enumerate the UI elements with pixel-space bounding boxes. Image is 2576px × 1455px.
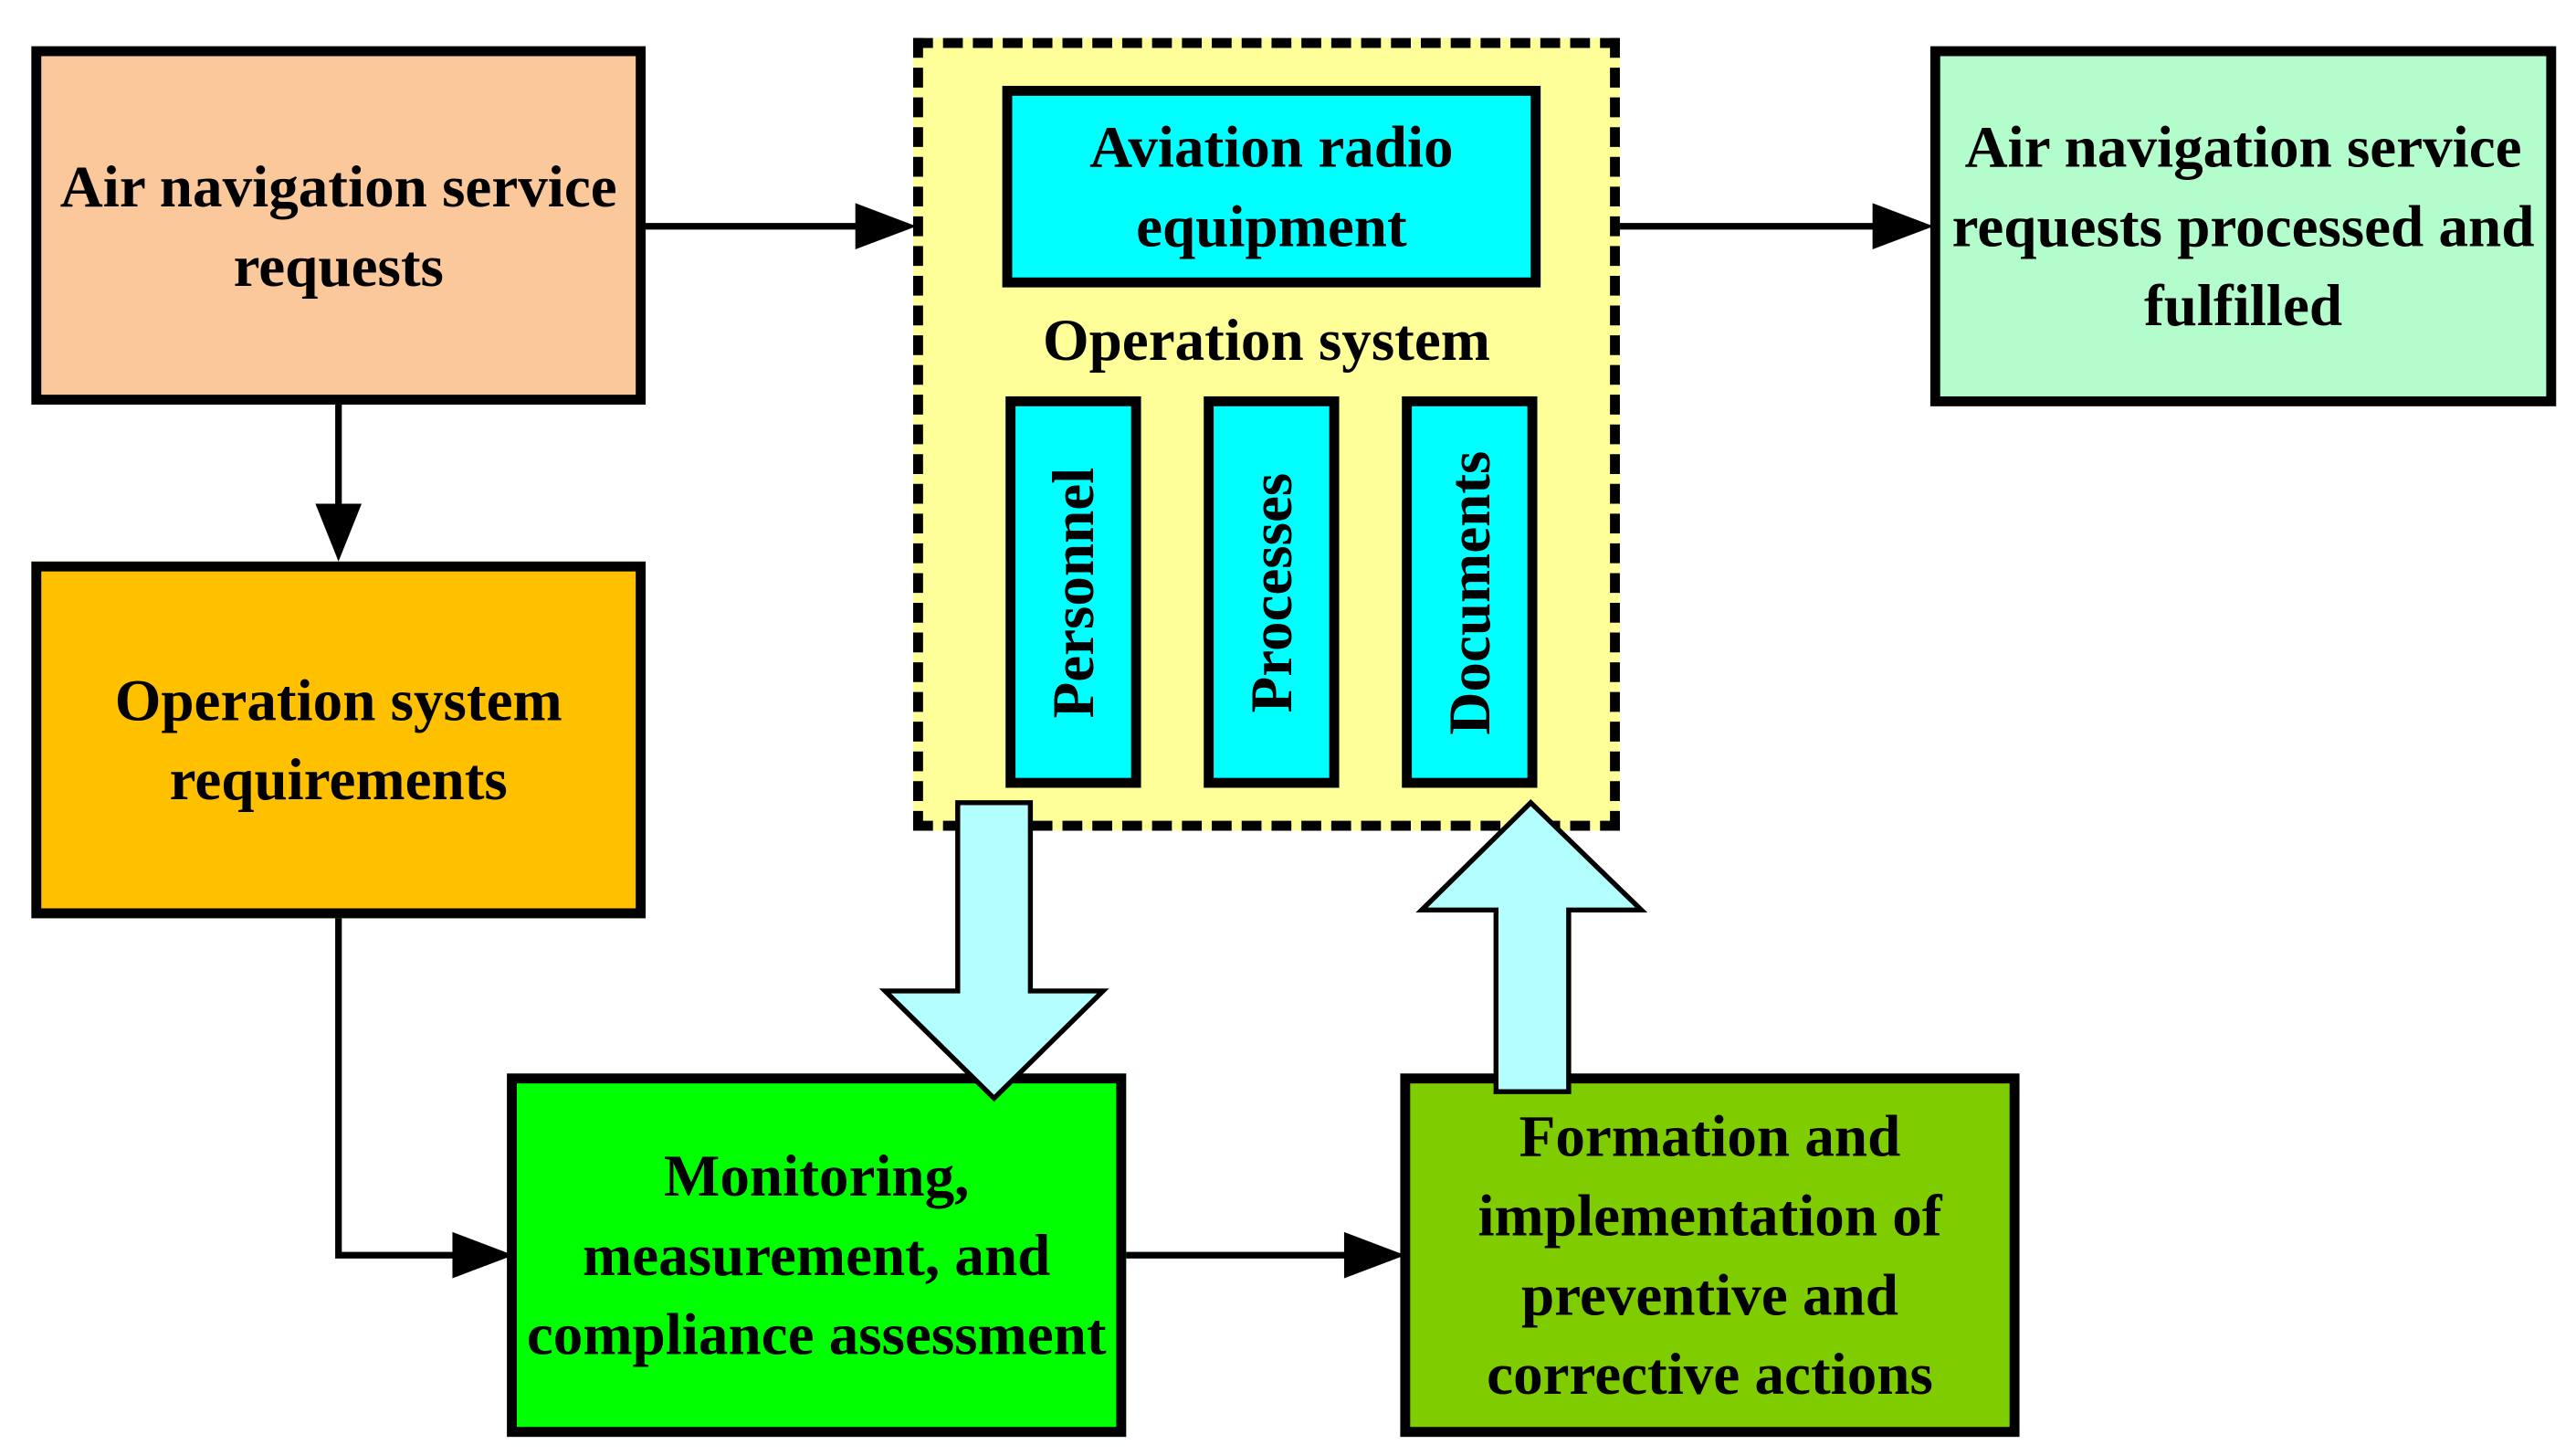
arrowhead-system-to-fulfilled [1872,203,1934,250]
processes-label: Processes [1238,471,1305,712]
personnel-label: Personnel [1040,466,1107,718]
radio-equipment-box: Aviation radio equipment [1002,86,1541,288]
system-requirements-box: Operation system requirements [31,561,647,919]
actions-box: Formation and implementation of preventi… [1400,1073,2020,1438]
arrowhead-requirements-to-monitoring [452,1231,514,1279]
arrowhead-requests-to-system [855,203,917,250]
operation-system-label: Operation system [1042,307,1490,374]
arrowhead-monitoring-to-actions [1343,1231,1405,1279]
service-requests-label: Air navigation service requests [59,153,617,299]
personnel-box: Personnel [1005,395,1141,788]
requests-fulfilled-box: Air navigation service requests processe… [1929,46,2557,406]
service-requests-box: Air navigation service requests [31,46,647,406]
system-requirements-label: Operation system requirements [114,667,563,813]
radio-equipment-label: Aviation radio equipment [1089,113,1454,259]
monitoring-label: Monitoring, measurement, and compliance … [526,1143,1107,1368]
documents-box: Documents [1402,395,1538,788]
documents-label: Documents [1436,449,1503,734]
block-arrow-up [1415,798,1648,1094]
arrowhead-requests-to-requirements [315,503,363,562]
monitoring-box: Monitoring, measurement, and compliance … [507,1073,1127,1438]
block-arrow-down [878,800,1109,1102]
processes-box: Processes [1204,395,1340,788]
connector-requirements-to-monitoring [335,918,457,1259]
actions-label: Formation and implementation of preventi… [1477,1102,1942,1408]
requests-fulfilled-label: Air navigation service requests processe… [1951,113,2535,339]
